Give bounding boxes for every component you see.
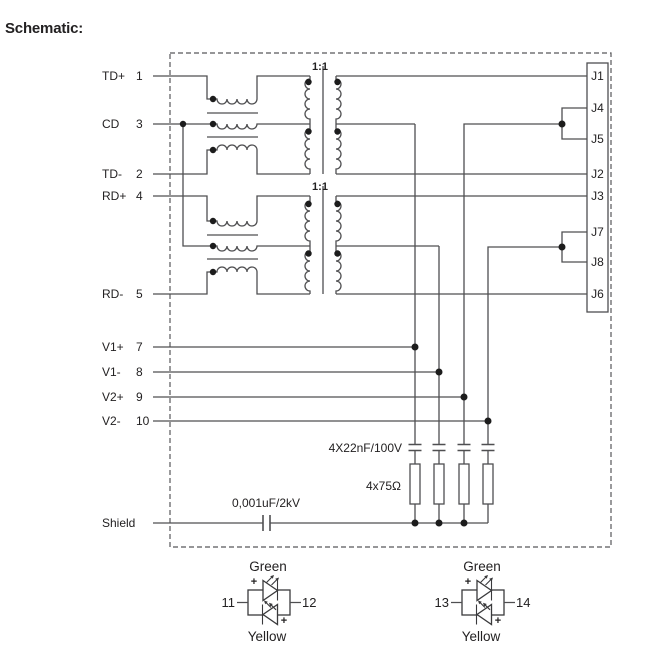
led2-top-color-label: Green bbox=[463, 559, 501, 574]
pin-number-cd: 3 bbox=[136, 117, 143, 131]
pin-label-v1m: V1- bbox=[102, 365, 121, 379]
jumper-j7-j8 bbox=[561, 231, 587, 263]
led1-right-pin-number: 12 bbox=[302, 595, 316, 610]
pin-number-rdm: 5 bbox=[136, 287, 143, 301]
shield-capacitor bbox=[262, 515, 271, 531]
led1-bottom-color-label: Yellow bbox=[248, 629, 287, 644]
tx1-ratio-label: 1:1 bbox=[312, 61, 328, 73]
led2-green-arrowhead-1 bbox=[484, 575, 488, 579]
connector-pin-j3: J3 bbox=[591, 189, 604, 203]
led1-yellow-led-icon bbox=[261, 603, 279, 626]
led2-green-arrowhead-2 bbox=[489, 577, 493, 582]
led2-yellow-led-icon bbox=[475, 603, 493, 626]
branch-v4 bbox=[487, 246, 562, 444]
wire-td-plus bbox=[153, 75, 310, 105]
cap-array-label: 4X22nF/100V bbox=[329, 441, 402, 455]
resistor-4 bbox=[482, 463, 494, 505]
pin-label-v2p: V2+ bbox=[102, 390, 124, 404]
tx1-secondary-winding bbox=[335, 76, 342, 174]
pin-number-v2p: 9 bbox=[136, 390, 143, 404]
pin-labels: TD+ 1 CD 3 TD- 2 RD+ 4 RD- 5 V1+ 7 V1- 8… bbox=[102, 69, 150, 530]
pin-label-v1p: V1+ bbox=[102, 340, 124, 354]
led1-yellow-arrowhead-2 bbox=[269, 602, 273, 607]
connector-pin-j6: J6 bbox=[591, 287, 604, 301]
wire-td-minus bbox=[153, 144, 310, 175]
wire-cd-branch bbox=[182, 124, 310, 252]
jumper-j4-j5 bbox=[561, 107, 587, 140]
led1-green-arrows bbox=[266, 576, 278, 586]
led1-yellow-arrows bbox=[265, 602, 277, 611]
led2-yellow-arrowhead-1 bbox=[478, 600, 482, 605]
page-title: Schematic: bbox=[5, 20, 83, 37]
resistor-1 bbox=[409, 463, 421, 505]
led-module-2: Green + + 13 14 Yellow bbox=[435, 559, 531, 644]
wires bbox=[153, 66, 587, 531]
led2-yellow-arrows bbox=[479, 602, 491, 611]
branch-stubs bbox=[414, 451, 489, 523]
led2-green-led-icon bbox=[476, 579, 493, 602]
led2-yellow-arrowhead-2 bbox=[483, 602, 487, 607]
led2-right-pin-number: 14 bbox=[516, 595, 530, 610]
pin-number-v1m: 8 bbox=[136, 365, 143, 379]
capacitor-array bbox=[408, 443, 495, 452]
pin-number-v1p: 7 bbox=[136, 340, 143, 354]
pin-label-tdp: TD+ bbox=[102, 69, 125, 83]
pin-number-tdp: 1 bbox=[136, 69, 143, 83]
connector-pin-j8: J8 bbox=[591, 255, 604, 269]
led2-left-pin-number: 13 bbox=[435, 595, 449, 610]
pin-number-tdm: 2 bbox=[136, 167, 143, 181]
connector-pin-j7: J7 bbox=[591, 225, 604, 239]
connector-pin-labels: J1 J4 J5 J2 J3 J7 J8 J6 bbox=[591, 69, 604, 301]
wire-rd-plus bbox=[153, 195, 310, 227]
wire-v-pins bbox=[153, 346, 488, 422]
resistor-2 bbox=[433, 463, 445, 505]
led1-green-plus: + bbox=[251, 576, 257, 588]
tx2-primary-winding bbox=[304, 196, 311, 294]
branch-v3 bbox=[463, 123, 562, 444]
connector-pin-j1: J1 bbox=[591, 69, 604, 83]
shield-cap-label: 0,001uF/2kV bbox=[232, 496, 300, 510]
led1-left-pin-number: 11 bbox=[222, 595, 236, 610]
led2-yellow-plus: + bbox=[495, 615, 501, 627]
tx2-ratio-label: 1:1 bbox=[312, 181, 328, 193]
led1-yellow-arrowhead-1 bbox=[264, 600, 268, 605]
pin-label-rdm: RD- bbox=[102, 287, 123, 301]
wire-cd bbox=[153, 123, 310, 130]
junction-dots bbox=[179, 78, 566, 527]
led1-yellow-plus: + bbox=[281, 615, 287, 627]
resistor-3 bbox=[458, 463, 470, 505]
pin-label-rdp: RD+ bbox=[102, 189, 126, 203]
led2-green-arrows bbox=[480, 576, 492, 586]
pin-label-tdm: TD- bbox=[102, 167, 122, 181]
tx2-secondary-winding bbox=[335, 196, 342, 294]
pin-number-rdp: 4 bbox=[136, 189, 143, 203]
pin-number-v2m: 10 bbox=[136, 414, 150, 428]
resistor-array-label: 4x75Ω bbox=[366, 479, 401, 493]
resistor-array bbox=[409, 463, 494, 505]
choke-core-lines bbox=[207, 112, 258, 260]
connector-pin-j4: J4 bbox=[591, 101, 604, 115]
led2-bottom-color-label: Yellow bbox=[462, 629, 501, 644]
led1-green-led-icon bbox=[262, 579, 279, 602]
led1-green-arrowhead-1 bbox=[270, 575, 274, 579]
tx1-primary-winding bbox=[304, 76, 311, 174]
pin-label-cd: CD bbox=[102, 117, 120, 131]
connector-pin-j5: J5 bbox=[591, 132, 604, 146]
pin-label-shield: Shield bbox=[102, 516, 135, 530]
led1-top-color-label: Green bbox=[249, 559, 287, 574]
pin-label-v2m: V2- bbox=[102, 414, 121, 428]
wire-rd-minus bbox=[153, 266, 310, 295]
led1-green-arrowhead-2 bbox=[275, 577, 279, 582]
module-boundary bbox=[169, 52, 612, 548]
connector-box bbox=[586, 62, 609, 313]
led-module-1: Green + + 11 12 Yellow bbox=[222, 559, 317, 644]
led2-green-plus: + bbox=[465, 576, 471, 588]
connector-pin-j2: J2 bbox=[591, 167, 604, 181]
